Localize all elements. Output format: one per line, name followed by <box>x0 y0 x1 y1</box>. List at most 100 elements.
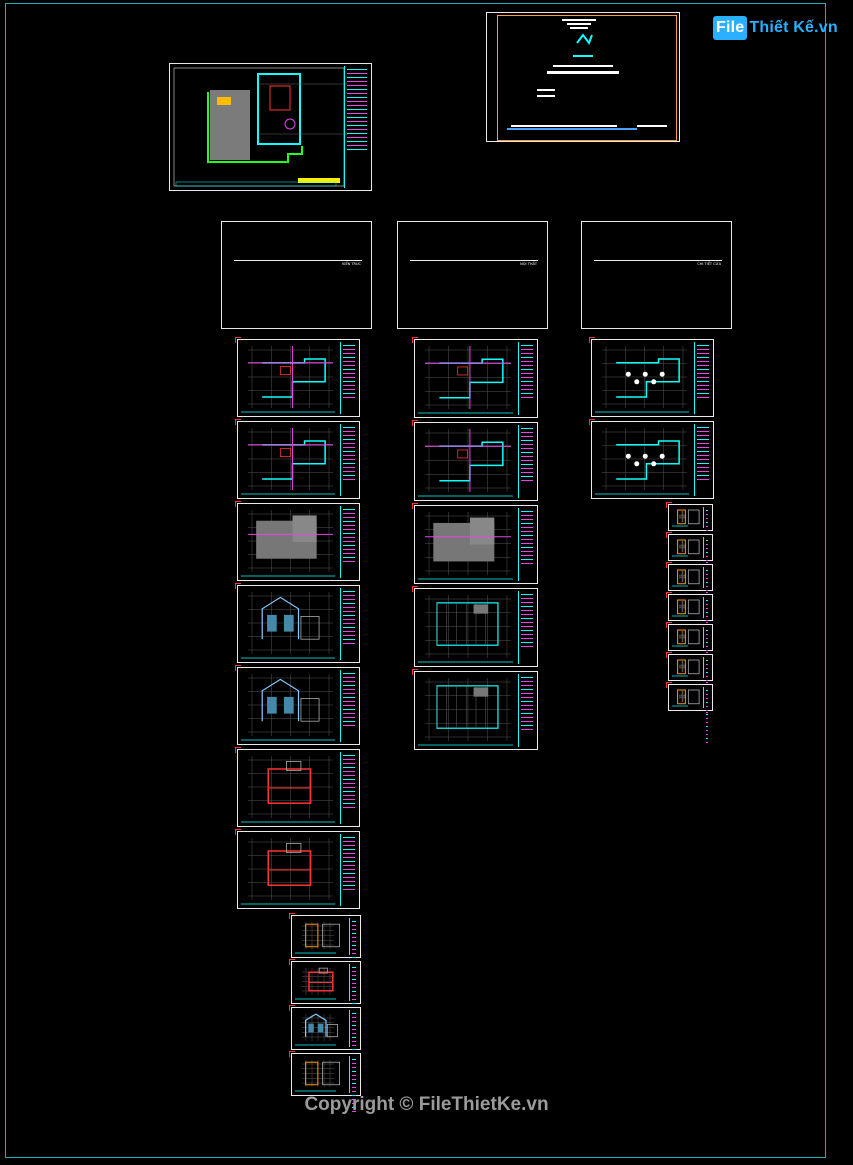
drawing-thumbnail <box>241 346 335 413</box>
drawing-sheet[interactable] <box>666 652 713 713</box>
drawing-sheet[interactable] <box>235 665 360 745</box>
sheet-corner-marker <box>289 913 295 919</box>
drawing-sheet[interactable] <box>412 586 538 667</box>
title-block <box>518 508 535 581</box>
drawing-thumbnail <box>295 967 336 1000</box>
drawing-thumbnail <box>418 595 513 663</box>
title-block <box>349 964 358 1020</box>
sheet-corner-marker <box>289 1005 295 1011</box>
sheet-corner-marker <box>235 665 241 671</box>
drawing-sheet[interactable] <box>412 503 538 584</box>
site-plan-sheet[interactable] <box>169 63 372 191</box>
drawing-sheet[interactable] <box>412 420 538 501</box>
drawing-thumbnail <box>241 838 335 905</box>
drawing-thumbnail <box>241 756 335 823</box>
title-block <box>340 752 357 824</box>
drawing-sheet[interactable] <box>589 337 714 417</box>
drawing-thumbnail <box>672 569 700 587</box>
sheet-corner-marker <box>412 503 418 509</box>
drawing-thumbnail <box>295 1060 341 1092</box>
drawing-thumbnail <box>672 629 700 647</box>
drawing-thumbnail <box>595 428 689 495</box>
sheet-corner-marker <box>235 501 241 507</box>
drawing-sheet[interactable] <box>666 562 713 623</box>
drawing-thumbnail <box>672 689 700 707</box>
sheet-corner-marker <box>666 562 672 568</box>
drawing-sheet[interactable] <box>666 682 713 743</box>
title-block <box>349 918 358 974</box>
sheet-corner-marker <box>235 829 241 835</box>
title-block <box>703 687 710 743</box>
sheet-corner-marker <box>412 669 418 675</box>
drawing-thumbnail <box>418 512 513 580</box>
title-block <box>703 657 710 713</box>
title-block <box>703 537 710 593</box>
drawing-sheet[interactable] <box>235 337 360 417</box>
cover-sheet[interactable] <box>486 12 680 142</box>
drawing-thumbnail <box>241 510 335 577</box>
drawing-sheet[interactable] <box>412 669 538 750</box>
title-block <box>340 424 357 496</box>
drawing-sheet[interactable] <box>235 829 360 909</box>
title-block <box>340 342 357 414</box>
drawing-thumbnail <box>672 509 700 527</box>
title-block <box>518 425 535 498</box>
drawing-sheet[interactable] <box>235 583 360 663</box>
section-label: KIẾN TRÚC <box>342 262 361 266</box>
section-sheet-interior[interactable]: NỘI THẤT <box>397 221 548 329</box>
drawing-sheet[interactable] <box>235 419 360 499</box>
sheet-corner-marker <box>666 592 672 598</box>
title-block <box>340 670 357 742</box>
drawing-sheet[interactable] <box>666 592 713 653</box>
title-block <box>340 834 357 906</box>
title-block <box>344 66 369 188</box>
drawing-thumbnail <box>241 428 335 495</box>
title-block <box>340 588 357 660</box>
drawing-sheet[interactable] <box>289 1005 361 1066</box>
sheet-corner-marker <box>666 532 672 538</box>
sheet-corner-marker <box>235 337 241 343</box>
drawing-thumbnail <box>295 1013 338 1046</box>
drawing-thumbnail <box>672 599 700 617</box>
section-sheet-architecture[interactable]: KIẾN TRÚC <box>221 221 372 329</box>
sheet-corner-marker <box>666 622 672 628</box>
site-plan-drawing <box>173 67 348 187</box>
title-block <box>518 674 535 747</box>
section-sheet-door-details[interactable]: CHI TIẾT CỬA <box>581 221 732 329</box>
sheet-corner-marker <box>289 1051 295 1057</box>
sheet-corner-marker <box>412 586 418 592</box>
drawing-sheet[interactable] <box>666 622 713 683</box>
drawing-sheet[interactable] <box>289 1051 361 1112</box>
drawing-thumbnail <box>672 659 700 677</box>
title-block <box>694 342 711 414</box>
sheet-corner-marker <box>589 337 595 343</box>
copyright-watermark: Copyright © FileThietKe.vn <box>304 1094 549 1115</box>
drawing-sheet[interactable] <box>289 913 361 974</box>
title-block <box>694 424 711 496</box>
drawing-sheet[interactable] <box>666 502 713 563</box>
title-block <box>703 597 710 653</box>
section-label: NỘI THẤT <box>520 262 537 266</box>
drawing-sheet[interactable] <box>412 337 538 418</box>
cover-drawing <box>507 19 667 130</box>
title-block <box>703 567 710 623</box>
drawing-sheet[interactable] <box>666 532 713 593</box>
drawing-thumbnail <box>295 922 341 954</box>
drawing-sheet[interactable] <box>235 501 360 581</box>
drawing-thumbnail <box>418 678 513 746</box>
drawing-thumbnail <box>241 592 335 659</box>
drawing-sheet[interactable] <box>235 747 360 827</box>
sheet-corner-marker <box>235 583 241 589</box>
sheet-corner-marker <box>235 419 241 425</box>
drawing-sheet[interactable] <box>589 419 714 499</box>
sheet-corner-marker <box>666 652 672 658</box>
sheet-corner-marker <box>289 959 295 965</box>
title-block <box>518 342 535 415</box>
title-block <box>703 627 710 683</box>
drawing-sheet[interactable] <box>289 959 361 1020</box>
title-block <box>340 506 357 578</box>
title-block <box>349 1010 358 1066</box>
model-space-border <box>5 3 826 1158</box>
sheet-corner-marker <box>666 502 672 508</box>
